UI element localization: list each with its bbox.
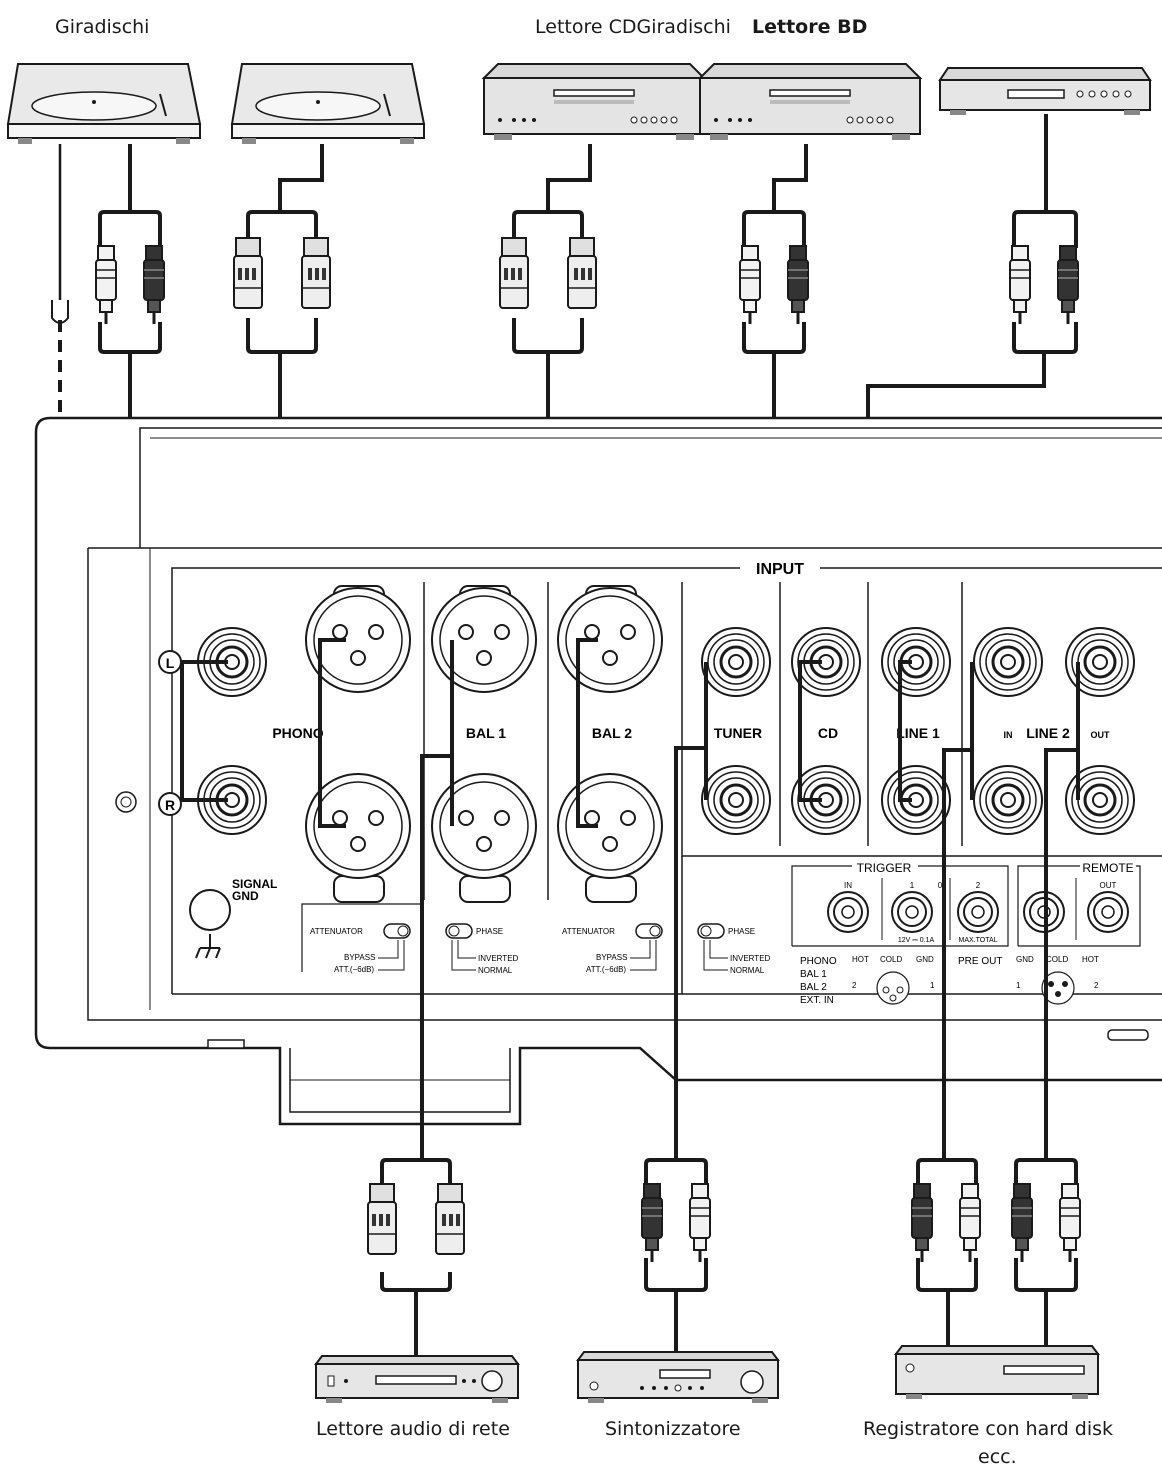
line2-out-label: OUT: [1091, 730, 1111, 740]
network-player-device: [314, 1355, 520, 1403]
normal-label-2: NORMAL: [730, 966, 765, 975]
trigger-1-jack[interactable]: [891, 891, 933, 933]
network-player-label: Lettore audio di rete: [316, 1418, 510, 1440]
bypass-label-2: BYPASS: [596, 953, 627, 962]
signal-gnd-label-1: SIGNAL: [232, 877, 277, 891]
pin-list-bal2: BAL 2: [800, 982, 827, 993]
bd-rca-plugs: [1008, 244, 1080, 326]
hdd-recorder-device: [894, 1345, 1100, 1399]
trigger-in-label: IN: [844, 881, 852, 890]
bal2-l-jack[interactable]: [557, 587, 663, 693]
cd-player-2-device: [699, 63, 921, 141]
turntable-2-xlr-plugs: [233, 237, 331, 309]
trigger-spec-label: 12V ⎓ 0.1A: [898, 937, 935, 944]
trigger-2-jack[interactable]: [957, 891, 999, 933]
tuner-device: [576, 1351, 780, 1403]
pin-cold-2: COLD: [1046, 955, 1068, 964]
line2-in-r-jack[interactable]: [972, 764, 1044, 836]
pin-2-a: 2: [852, 981, 857, 990]
xlr-pin-diagram-1: [876, 971, 910, 1005]
remote-out-jack[interactable]: [1087, 891, 1129, 933]
turntable-1-device: [7, 63, 201, 145]
pin-hot-2: HOT: [1082, 955, 1099, 964]
input-title: INPUT: [756, 561, 804, 578]
turntable-1-rca-plugs: [94, 244, 166, 326]
trigger-2-label: 2: [976, 881, 981, 890]
bd-player-device: [939, 67, 1151, 116]
trigger-1-label: 1: [910, 881, 915, 890]
pin-1-b: 1: [1016, 981, 1021, 990]
ground-symbol-icon: [195, 934, 221, 959]
bal1-r-jack[interactable]: [431, 773, 537, 879]
amplifier-rear-panel: [34, 416, 1162, 1126]
cd-2-rca-plugs: [738, 244, 810, 326]
attenuator-label-1: ATTENUATOR: [310, 927, 363, 936]
pin-1-a: 1: [930, 981, 935, 990]
bal1-label: BAL 1: [466, 725, 506, 741]
trigger-0-label: 0: [938, 881, 943, 890]
signal-gnd-terminal[interactable]: [189, 889, 231, 931]
attenuator-label-2: ATTENUATOR: [562, 927, 615, 936]
bottom-cables: [380, 640, 1080, 1358]
pin-list-phono: PHONO: [800, 956, 837, 967]
recorder-label-2: ecc.: [978, 1446, 1017, 1468]
r-badge-text: R: [165, 797, 175, 813]
turntable-2-device: [231, 63, 425, 145]
remote-out-label: OUT: [1100, 881, 1117, 890]
r-badge: [158, 792, 182, 816]
ground-spade-icon: [51, 300, 69, 324]
cd-player-1-device: [483, 63, 705, 141]
bypass-label-1: BYPASS: [344, 953, 375, 962]
xlr-pin-diagram-2: [1041, 971, 1075, 1005]
line2-in-l-jack[interactable]: [972, 626, 1044, 698]
recorder-label: Registratore con hard disk: [863, 1418, 1114, 1440]
pin-list-extin: EXT. IN: [800, 995, 834, 1006]
turntable-label: Giradischi: [55, 16, 150, 38]
pre-out-label: PRE OUT: [958, 956, 1002, 967]
inverted-label-1: INVERTED: [478, 954, 519, 963]
att-label-2: ATT.(−6dB): [586, 965, 626, 974]
att-label-1: ATT.(−6dB): [334, 965, 374, 974]
tuner-rca-plugs: [640, 1182, 712, 1264]
pin-2-b: 2: [1094, 981, 1099, 990]
line1-l-jack[interactable]: [880, 626, 952, 698]
line1-r-jack[interactable]: [880, 764, 952, 836]
pin-list-bal1: BAL 1: [800, 969, 827, 980]
cd-1-xlr-plugs: [499, 237, 597, 309]
cd-turntable-label: Lettore CDGiradischi: [535, 16, 731, 38]
signal-gnd-label-2: GND: [232, 889, 259, 903]
tuner-device-label: Sintonizzatore: [605, 1418, 741, 1440]
panel-cables-top: [180, 638, 912, 828]
pin-cold-1: COLD: [880, 955, 902, 964]
normal-label-1: NORMAL: [478, 966, 513, 975]
pin-gnd-1: GND: [916, 955, 934, 964]
line2-label: LINE 2: [1026, 725, 1070, 741]
phase-label-2: PHASE: [728, 927, 755, 936]
network-player-xlr-plugs: [367, 1183, 465, 1255]
bd-player-label: Lettore BD: [752, 16, 868, 38]
recorder-out-rca-plugs: [1010, 1182, 1082, 1264]
bal2-label: BAL 2: [592, 725, 632, 741]
line1-label: LINE 1: [896, 725, 940, 741]
recorder-in-rca-plugs: [910, 1182, 982, 1264]
screw-icon: [115, 791, 137, 813]
pin-gnd-2: GND: [1016, 955, 1034, 964]
bal2-r-jack[interactable]: [557, 773, 663, 879]
trigger-in-jack[interactable]: [827, 891, 869, 933]
tuner-label: TUNER: [714, 725, 762, 741]
max-total-label: MAX.TOTAL: [958, 937, 997, 944]
tuner-r-jack[interactable]: [700, 764, 772, 836]
l-badge-text: L: [166, 655, 175, 671]
cd-label: CD: [818, 725, 838, 741]
pin-hot-1: HOT: [852, 955, 869, 964]
line2-in-label: IN: [1004, 730, 1013, 740]
trigger-label: TRIGGER: [857, 861, 912, 875]
bal1-l-jack[interactable]: [431, 587, 537, 693]
phono-label: PHONO: [272, 725, 323, 741]
phase-label-1: PHASE: [476, 927, 503, 936]
inverted-label-2: INVERTED: [730, 954, 771, 963]
remote-label: REMOTE: [1082, 861, 1133, 875]
tuner-l-jack[interactable]: [700, 626, 772, 698]
